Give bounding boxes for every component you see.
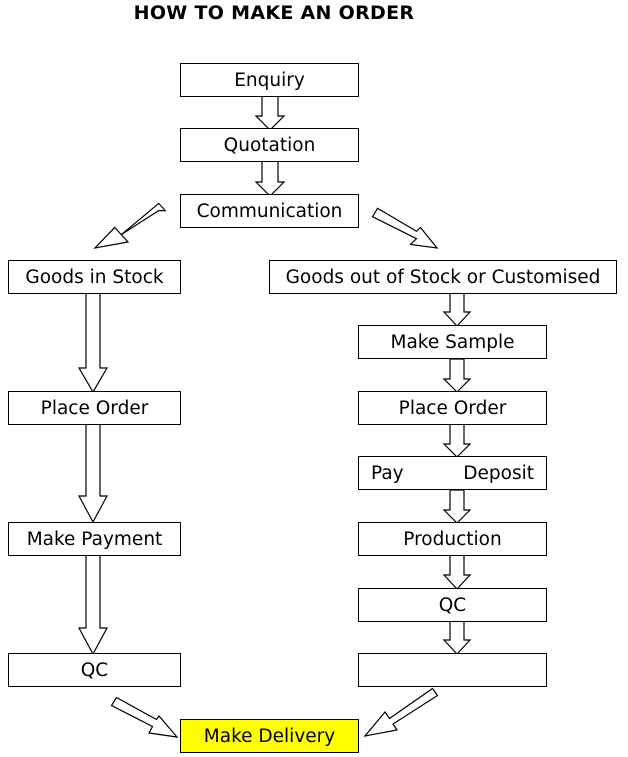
arrow-deposit-to-production [442, 489, 472, 524]
make-delivery-box: Make Delivery [180, 719, 359, 753]
place-order-left-box: Place Order [8, 391, 181, 425]
arrow-place-order-to-make-payment [77, 423, 109, 524]
quotation-label: Quotation [223, 134, 316, 156]
communication-label: Communication [196, 200, 343, 222]
production-label: Production [403, 528, 502, 550]
arrow-production-to-qc [442, 554, 472, 590]
deposit-label: Deposit [463, 462, 534, 484]
goods-in-stock-label: Goods in Stock [25, 266, 164, 288]
place-order-right-label: Place Order [398, 397, 507, 419]
qc-right-label: QC [438, 594, 467, 616]
arrow-make-payment-to-qc [77, 554, 109, 656]
goods-out-of-stock-box: Goods out of Stock or Customised [269, 260, 617, 294]
make-payment-box: Make Payment [8, 522, 181, 556]
goods-in-stock-box: Goods in Stock [8, 260, 181, 294]
qc-right-box: QC [358, 588, 547, 622]
arrow-out-of-stock-to-sample [442, 292, 472, 327]
place-order-right-box: Place Order [358, 391, 547, 425]
enquiry-label: Enquiry [234, 69, 305, 91]
arrow-packing-to-delivery [363, 687, 439, 737]
arrow-qc-to-delivery [110, 696, 179, 738]
blank-step-box [358, 653, 547, 687]
make-payment-label: Make Payment [26, 528, 163, 550]
arrow-sample-to-place-order [442, 358, 472, 393]
make-delivery-label: Make Delivery [203, 725, 336, 747]
communication-box: Communication [180, 194, 359, 228]
qc-left-label: QC [80, 659, 109, 681]
quotation-box: Quotation [180, 128, 359, 162]
arrow-communication-to-in-stock [93, 202, 167, 249]
arrow-communication-to-out-of-stock [371, 207, 439, 249]
production-box: Production [358, 522, 547, 556]
enquiry-box: Enquiry [180, 63, 359, 97]
arrow-place-order-to-pay [442, 423, 472, 458]
pay-deposit-box: Pay Deposit [358, 456, 547, 490]
arrow-in-stock-to-place-order [77, 292, 109, 394]
goods-out-of-stock-label: Goods out of Stock or Customised [285, 266, 601, 288]
diagram-title: HOW TO MAKE AN ORDER [133, 2, 415, 24]
arrow-enquiry-to-quotation [254, 95, 286, 131]
make-sample-box: Make Sample [358, 325, 547, 359]
make-sample-label: Make Sample [390, 331, 515, 353]
arrow-quotation-to-communication [254, 160, 286, 197]
pay-label: Pay [371, 462, 404, 484]
place-order-left-label: Place Order [40, 397, 149, 419]
arrow-qc-to-packing [442, 620, 472, 655]
qc-left-box: QC [8, 653, 181, 687]
